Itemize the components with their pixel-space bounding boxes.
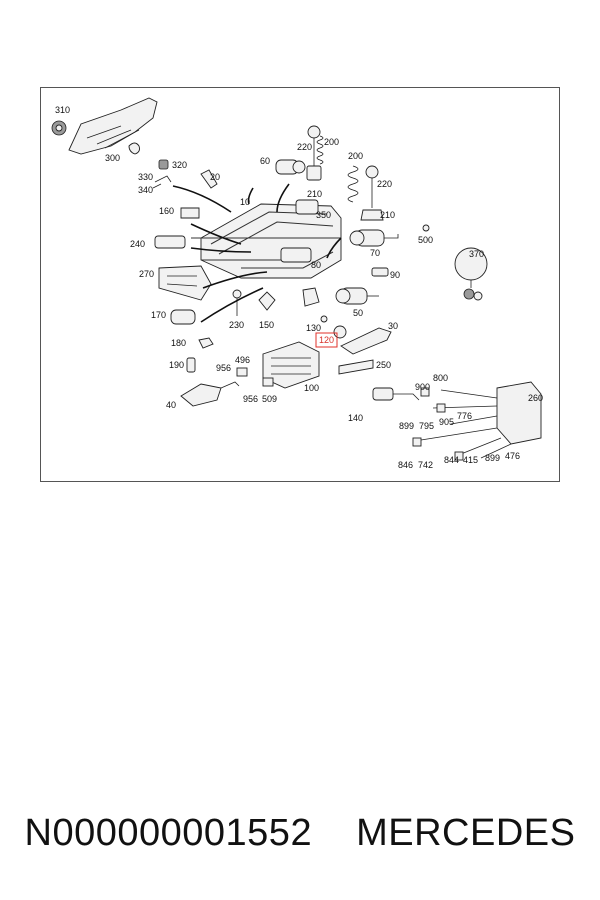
springs-spindles: [306, 125, 384, 221]
small-clips: [152, 159, 218, 189]
part-label-20: 20: [210, 172, 220, 182]
levers-and-switch: [338, 327, 420, 401]
part-label-150: 150: [259, 320, 274, 330]
part-label-40: 40: [166, 400, 176, 410]
part-label-200: 200: [348, 151, 363, 161]
part-label-900: 900: [415, 382, 430, 392]
part-label-50: 50: [353, 308, 363, 318]
part-label-846: 846: [398, 460, 413, 470]
left-side-parts: [154, 207, 240, 407]
part-label-220: 220: [297, 142, 312, 152]
part-label-370: 370: [469, 249, 484, 259]
part-label-90: 90: [390, 270, 400, 280]
part-label-956: 956: [216, 363, 231, 373]
part-label-899: 899: [485, 453, 500, 463]
part-number-text: N000000001552: [24, 811, 313, 854]
part-label-844: 844: [444, 455, 459, 465]
part-label-160: 160: [159, 206, 174, 216]
part-label-220: 220: [377, 179, 392, 189]
control-unit: [236, 341, 320, 389]
part-label-509: 509: [262, 394, 277, 404]
part-label-300: 300: [105, 153, 120, 163]
part-label-170: 170: [151, 310, 166, 320]
part-label-70: 70: [370, 248, 380, 258]
footer: N000000001552 MERCEDES: [0, 808, 600, 858]
part-label-230: 230: [229, 320, 244, 330]
assembly-arrows: [172, 183, 342, 323]
part-label-800: 800: [433, 373, 448, 383]
part-label-320: 320: [172, 160, 187, 170]
part-label-210: 210: [380, 210, 395, 220]
part-label-240: 240: [130, 239, 145, 249]
wiring-harness: [412, 381, 542, 461]
part-label-10: 10: [240, 197, 250, 207]
seat-exploded-parts-diagram: 310 300 320 330 340 20 60 220 200 200 220 210 10 350 2…: [51, 97, 543, 470]
mid-parts: [232, 224, 430, 339]
part-number-labels: 310 300 320 330 340 20 60 220 200 200 220 210 10 350 2…: [55, 105, 543, 470]
part-label-496: 496: [235, 355, 250, 365]
part-label-310: 310: [55, 105, 70, 115]
motors: [275, 159, 399, 305]
part-label-130: 130: [306, 323, 321, 333]
part-label-330: 330: [138, 172, 153, 182]
part-label-415: 415: [463, 455, 478, 465]
brand-text: MERCEDES: [356, 811, 576, 854]
part-label-476: 476: [505, 451, 520, 461]
part-label-742: 742: [418, 460, 433, 470]
part-label-500: 500: [418, 235, 433, 245]
part-label-200: 200: [324, 137, 339, 147]
part-label-795: 795: [419, 421, 434, 431]
part-label-340: 340: [138, 185, 153, 195]
detail-circle: [454, 247, 488, 301]
part-label-100: 100: [304, 383, 319, 393]
part-label-60: 60: [260, 156, 270, 166]
parts-diagram-frame: 310 300 320 330 340 20 60 220 200 200 220 210 10 350 2…: [40, 87, 560, 482]
highlight-box: [315, 332, 338, 348]
part-label-120: 120: [319, 335, 334, 345]
part-label-30: 30: [388, 321, 398, 331]
part-label-190: 190: [169, 360, 184, 370]
part-label-776: 776: [457, 411, 472, 421]
part-label-899: 899: [399, 421, 414, 431]
part-label-250: 250: [376, 360, 391, 370]
part-label-260: 260: [528, 393, 543, 403]
part-label-956: 956: [243, 394, 258, 404]
part-label-905: 905: [439, 417, 454, 427]
part-label-210: 210: [307, 189, 322, 199]
part-label-80: 80: [311, 260, 321, 270]
part-label-270: 270: [139, 269, 154, 279]
part-label-180: 180: [171, 338, 186, 348]
backrest-side-panel: [51, 97, 158, 155]
part-label-350: 350: [316, 210, 331, 220]
part-label-140: 140: [348, 413, 363, 423]
